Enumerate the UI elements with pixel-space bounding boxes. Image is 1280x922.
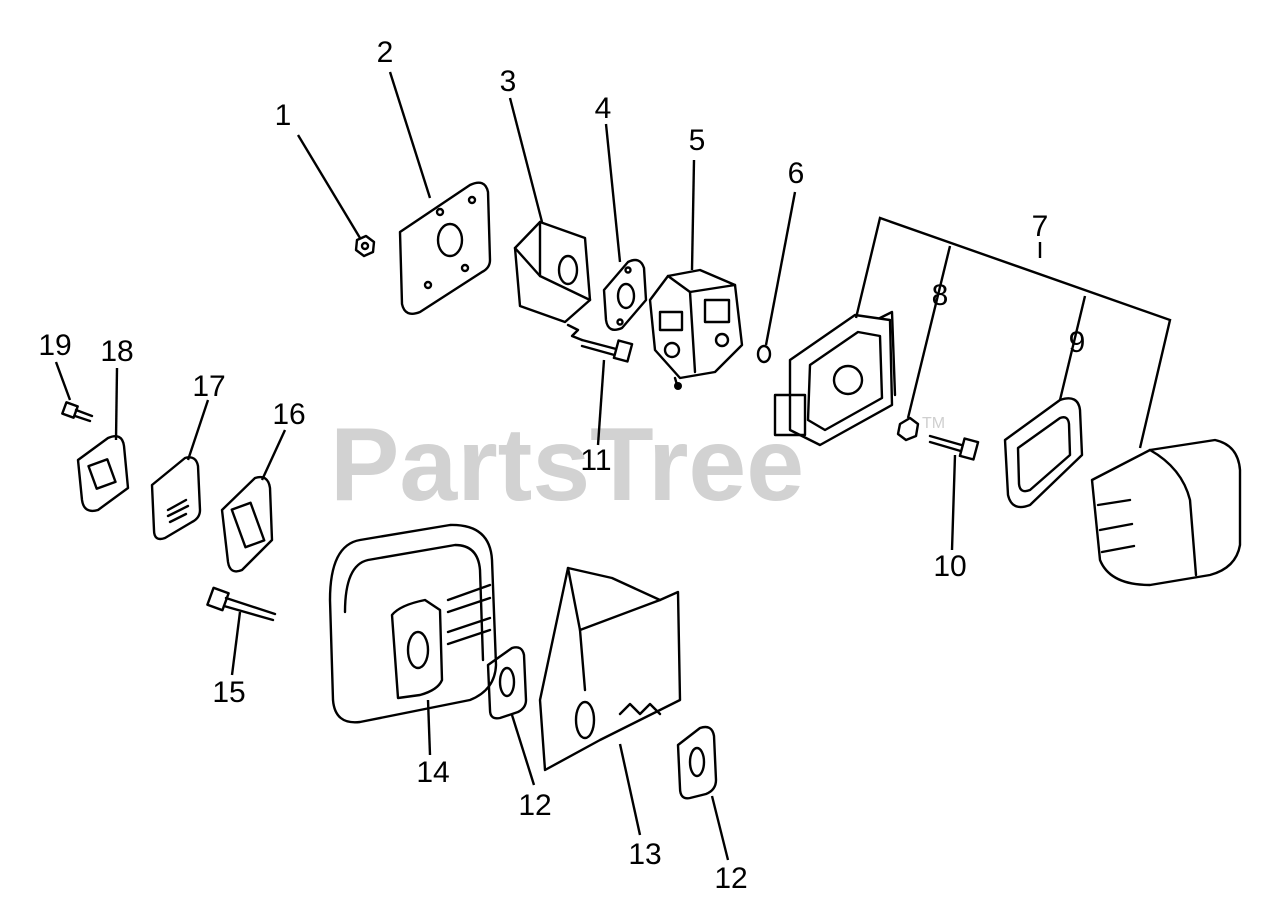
part-1-nut[interactable] bbox=[354, 234, 376, 258]
part-5-carburetor[interactable] bbox=[648, 268, 744, 390]
part-11-bolt[interactable] bbox=[580, 338, 634, 363]
part-7-air-filter-cover[interactable] bbox=[1090, 438, 1242, 587]
part-6-oring[interactable] bbox=[756, 344, 772, 364]
watermark-trademark: TM bbox=[922, 415, 945, 432]
callout-19[interactable]: 19 bbox=[38, 329, 71, 362]
watermark-text: PartsTree bbox=[330, 407, 804, 523]
callout-9[interactable]: 9 bbox=[1069, 326, 1086, 359]
callout-17[interactable]: 17 bbox=[192, 370, 225, 403]
callout-10[interactable]: 10 bbox=[933, 550, 966, 583]
part-17-plate[interactable] bbox=[150, 456, 202, 541]
part-8-bushing[interactable] bbox=[896, 416, 920, 442]
part-10-bolt[interactable] bbox=[928, 434, 980, 461]
callout-11[interactable]: 11 bbox=[580, 444, 611, 477]
callout-12-upper[interactable]: 12 bbox=[518, 789, 551, 822]
part-14-muffler[interactable] bbox=[328, 523, 498, 724]
callout-12-lower[interactable]: 12 bbox=[714, 862, 747, 895]
part-7-air-filter-base[interactable] bbox=[773, 310, 897, 447]
part-15-bolt[interactable] bbox=[206, 586, 277, 622]
part-13-heat-shield[interactable] bbox=[538, 566, 682, 772]
part-4-gasket[interactable] bbox=[602, 258, 648, 331]
callout-labels: 1 2 3 4 5 6 7 8 9 10 11 12 12 13 14 15 1… bbox=[38, 36, 1085, 895]
callout-15[interactable]: 15 bbox=[212, 676, 245, 709]
part-2-gasket[interactable] bbox=[398, 181, 492, 315]
callout-3[interactable]: 3 bbox=[500, 65, 517, 98]
callout-6[interactable]: 6 bbox=[788, 157, 805, 190]
callout-1[interactable]: 1 bbox=[275, 99, 292, 132]
callout-18[interactable]: 18 bbox=[100, 335, 133, 368]
part-16-gasket[interactable] bbox=[220, 475, 274, 573]
part-18-cap[interactable] bbox=[76, 435, 130, 513]
callout-13[interactable]: 13 bbox=[628, 838, 661, 871]
callout-7[interactable]: 7 bbox=[1032, 210, 1049, 243]
part-9-filter-element[interactable] bbox=[1003, 397, 1084, 509]
callout-5[interactable]: 5 bbox=[689, 124, 706, 157]
part-19-screw[interactable] bbox=[61, 401, 94, 423]
leader-lines bbox=[54, 71, 1172, 861]
part-12-gasket-upper[interactable] bbox=[486, 646, 528, 720]
callout-16[interactable]: 16 bbox=[272, 398, 305, 431]
part-3-insulator[interactable] bbox=[513, 220, 592, 342]
callout-4[interactable]: 4 bbox=[595, 92, 612, 125]
callout-8[interactable]: 8 bbox=[932, 279, 949, 312]
part-12-gasket-lower[interactable] bbox=[676, 725, 718, 800]
callout-2[interactable]: 2 bbox=[377, 36, 394, 69]
callout-14[interactable]: 14 bbox=[416, 756, 449, 789]
